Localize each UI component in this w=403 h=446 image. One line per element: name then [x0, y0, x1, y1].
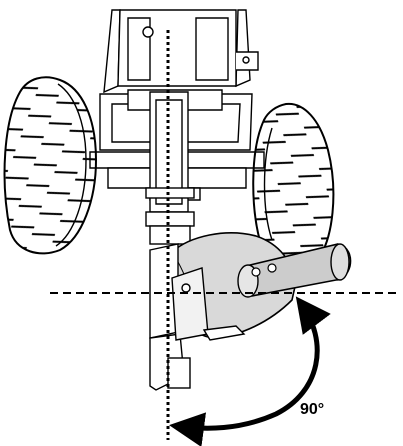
angle-label: 90°	[300, 401, 324, 418]
mounting-column	[145, 91, 195, 245]
right-tire	[252, 102, 335, 273]
extension-tube	[237, 243, 352, 298]
left-tire	[3, 76, 98, 255]
rotation-arrow-icon	[169, 296, 331, 446]
